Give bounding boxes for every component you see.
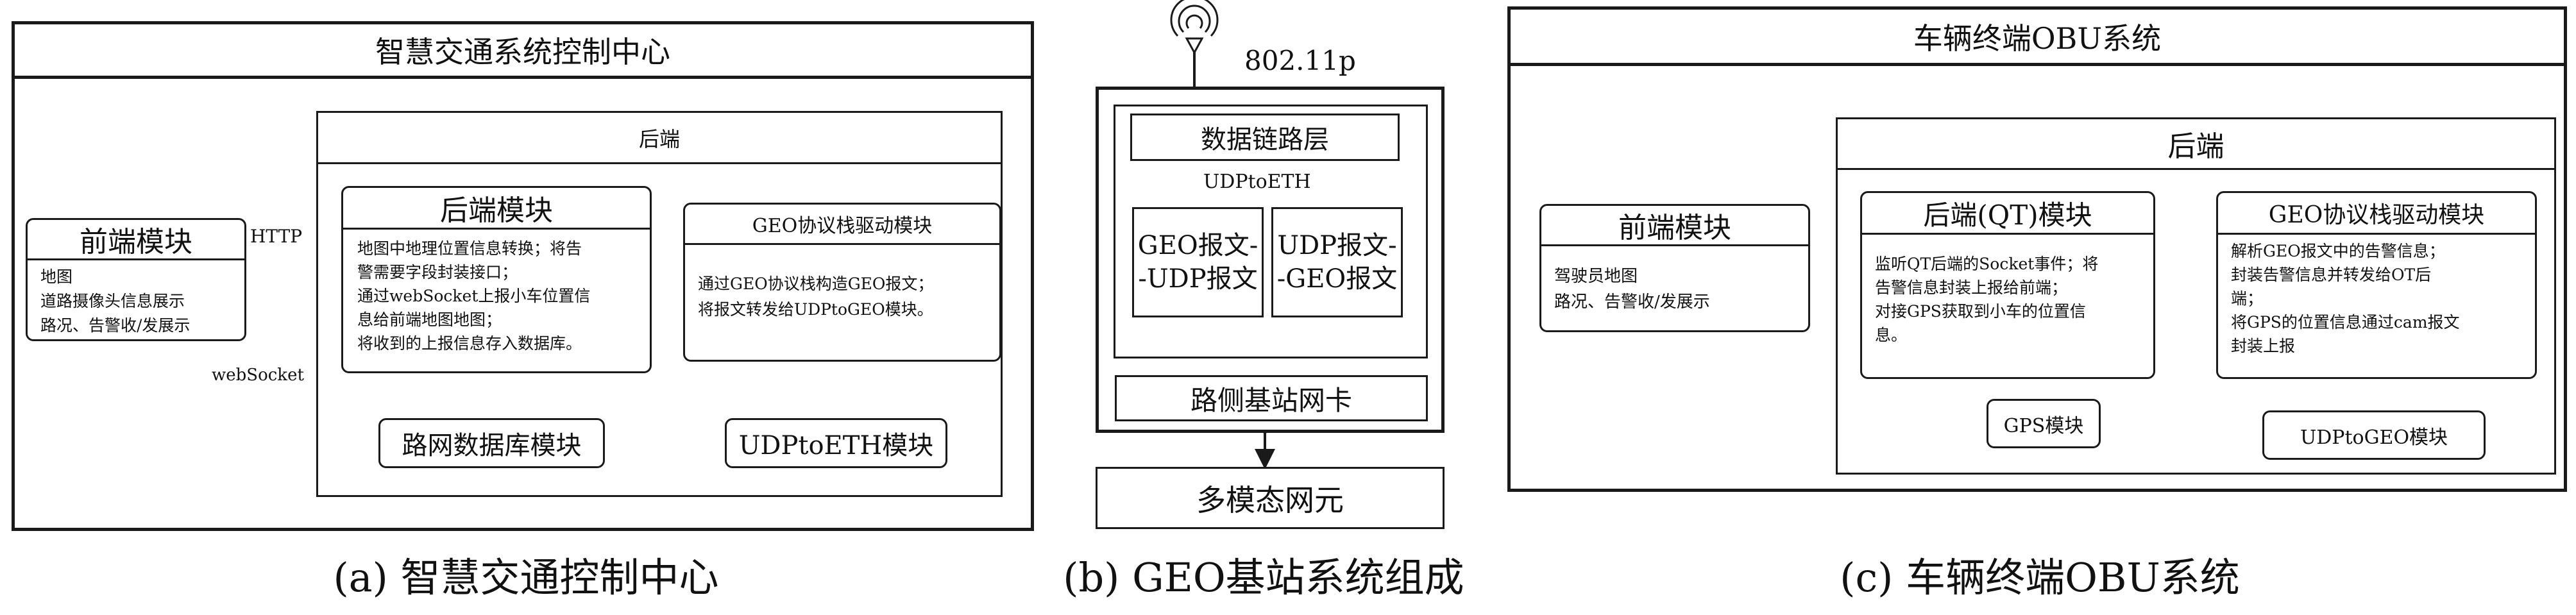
geo-driver-module-a-text: 通过GEO协议栈构造GEO报文； 将报文转发给UDPtoGEO模块。 xyxy=(698,274,934,319)
panel-a-title: 智慧交通系统控制中心 xyxy=(15,24,1031,79)
geo-to-udp-converter: GEO报文- -UDP报文 xyxy=(1132,207,1264,317)
frontend-module-a: 前端模块 地图 道路摄像头信息展示 路况、告警收/发展示 xyxy=(26,218,246,341)
geo-driver-module-c: GEO协议栈驱动模块 解析GEO报文中的告警信息； 封装告警信息并转发给OT后 … xyxy=(2216,191,2537,379)
antenna-icon xyxy=(1185,37,1204,55)
frontend-module-a-text: 地图 道路摄像头信息展示 路况、告警收/发展示 xyxy=(40,267,191,335)
geo-driver-module-a-title: GEO协议栈驱动模块 xyxy=(685,205,999,245)
udp-to-geo-module: UDPtoGEO模块 xyxy=(2262,410,2486,460)
multimodal-network-element: 多模态网元 xyxy=(1096,467,1445,529)
caption-a: (a) 智慧交通控制中心 xyxy=(333,554,719,601)
panel-a-backend-label: 后端 xyxy=(318,113,1001,164)
frontend-module-c-title: 前端模块 xyxy=(1541,206,1808,246)
qt-backend-module-title: 后端(QT)模块 xyxy=(1862,193,2153,235)
frontend-module-a-title: 前端模块 xyxy=(28,220,244,260)
qt-backend-module-text: 监听QT后端的Socket事件；将 告警信息封装上报给前端； 对接GPS获取到小… xyxy=(1875,255,2099,344)
geo-driver-module-c-title: GEO协议栈驱动模块 xyxy=(2218,193,2535,235)
qt-backend-module: 后端(QT)模块 监听QT后端的Socket事件；将 告警信息封装上报给前端； … xyxy=(1860,191,2155,379)
panel-c-backend-label: 后端 xyxy=(1838,119,2554,170)
panel-c-title: 车辆终端OBU系统 xyxy=(1511,10,2564,66)
http-label: HTTP xyxy=(250,226,303,247)
udp-to-eth-label: UDPtoETH xyxy=(1203,171,1311,193)
backend-module-text: 地图中地理位置信息转换；将告 警需要字段封装接口； 通过webSocket上报小… xyxy=(357,239,591,353)
geo-driver-module-c-text: 解析GEO报文中的告警信息； 封装告警信息并转发给OT后 端； 将GPS的位置信… xyxy=(2231,242,2460,355)
udp-to-eth-module: UDPtoETH模块 xyxy=(725,418,947,468)
frontend-module-c: 前端模块 驾驶员地图 路况、告警收/发展示 xyxy=(1539,204,1810,332)
road-db-module: 路网数据库模块 xyxy=(378,418,605,468)
geo-driver-module-a: GEO协议栈驱动模块 通过GEO协议栈构造GEO报文； 将报文转发给UDPtoG… xyxy=(683,203,1001,362)
caption-b: (b) GEO基站系统组成 xyxy=(1063,554,1464,601)
data-link-layer: 数据链路层 xyxy=(1130,114,1400,161)
antenna-waves xyxy=(1170,0,1219,37)
websocket-label: webSocket xyxy=(212,366,304,385)
udp-to-geo-converter: UDP报文- -GEO报文 xyxy=(1271,207,1403,317)
caption-c: (c) 车辆终端OBU系统 xyxy=(1840,554,2240,601)
antenna-label: 802.11p xyxy=(1244,45,1356,76)
frontend-module-c-text: 驾驶员地图 路况、告警收/发展示 xyxy=(1554,267,1710,312)
backend-module-title: 后端模块 xyxy=(343,188,650,230)
backend-module: 后端模块 地图中地理位置信息转换；将告 警需要字段封装接口； 通过webSock… xyxy=(341,186,652,373)
roadside-nic: 路侧基站网卡 xyxy=(1115,375,1428,421)
gps-module: GPS模块 xyxy=(1987,399,2101,448)
